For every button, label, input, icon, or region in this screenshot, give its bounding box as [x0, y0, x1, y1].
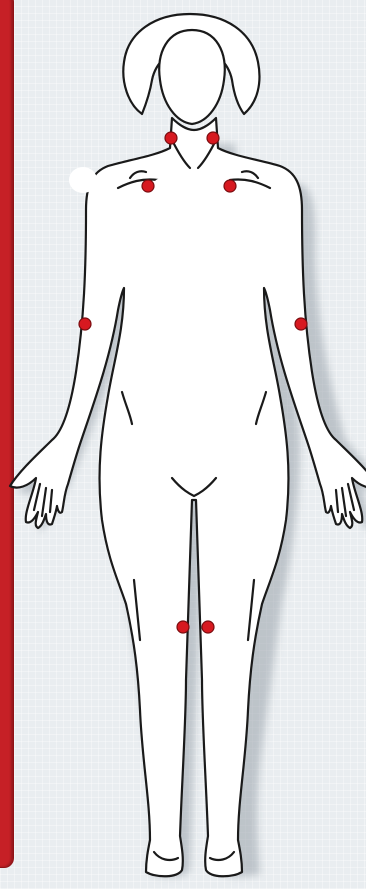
marker-chest-right[interactable] — [224, 180, 236, 192]
marker-elbow-right[interactable] — [295, 318, 307, 330]
face — [159, 30, 225, 124]
marker-elbow-left[interactable] — [79, 318, 91, 330]
marker-neck-left[interactable] — [165, 132, 177, 144]
marker-knee-right[interactable] — [202, 621, 214, 633]
marker-neck-right[interactable] — [207, 132, 219, 144]
marker-chest-left[interactable] — [142, 180, 154, 192]
marker-knee-left[interactable] — [177, 621, 189, 633]
